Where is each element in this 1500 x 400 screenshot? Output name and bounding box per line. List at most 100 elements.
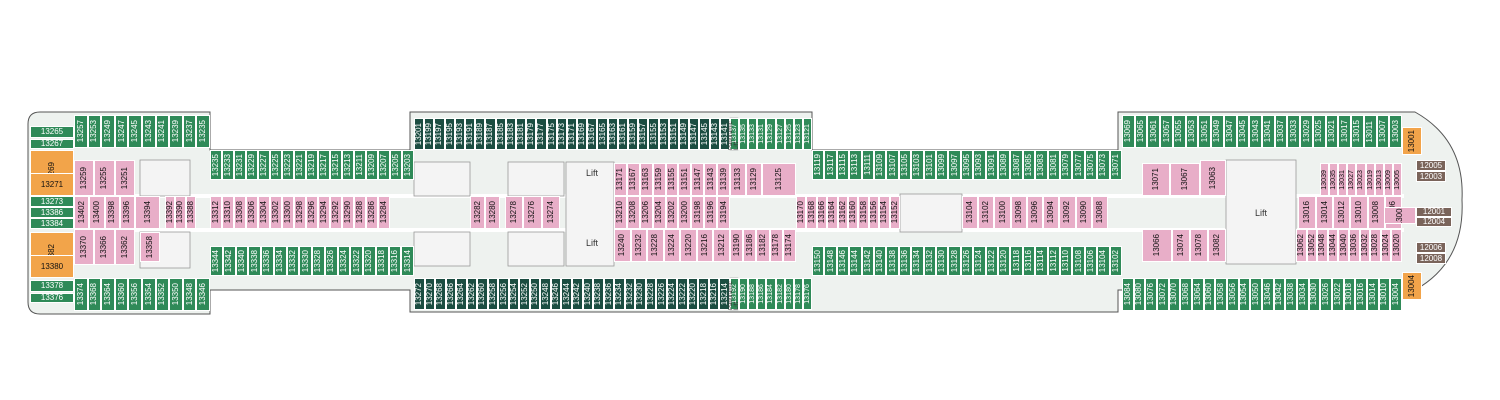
cabin[interactable]: 13131	[757, 118, 767, 150]
cabin[interactable]: 13043	[1249, 115, 1262, 148]
cabin[interactable]: 13304	[258, 196, 270, 229]
cabin[interactable]: 13205	[390, 150, 402, 180]
cabin[interactable]: 13168	[806, 196, 817, 229]
cabin[interactable]: 13173	[556, 118, 567, 150]
cabin[interactable]: 13038	[1285, 278, 1297, 311]
cabin[interactable]: 13084	[1122, 278, 1134, 311]
cabin[interactable]: 13360	[114, 278, 129, 311]
cabin[interactable]: 13202	[665, 196, 679, 229]
cabin[interactable]: 13374	[74, 278, 88, 311]
cabin[interactable]: 13034	[1297, 278, 1309, 311]
cabin[interactable]: 13062	[1296, 229, 1307, 262]
cabin[interactable]: 13224	[663, 229, 681, 262]
cabin[interactable]: 13081	[1047, 150, 1060, 180]
cabin[interactable]: 13157	[638, 118, 649, 150]
cabin[interactable]: 13097	[948, 150, 961, 180]
cabin[interactable]: 13258	[487, 278, 499, 310]
cabin[interactable]: 13092	[1059, 196, 1076, 229]
cabin[interactable]: 13193	[454, 118, 465, 150]
cabin[interactable]: 13338	[248, 246, 261, 276]
cabin[interactable]: 13392	[165, 196, 176, 229]
cabin[interactable]: 13024	[1380, 229, 1392, 262]
cabin[interactable]: 13324	[337, 246, 351, 276]
cabin[interactable]: 13057	[1160, 115, 1173, 148]
cabin[interactable]: 13103	[911, 150, 924, 180]
cabin[interactable]: 13105	[898, 150, 912, 180]
cabin[interactable]: 13169	[577, 118, 588, 150]
cabin[interactable]: 12003	[1416, 171, 1446, 182]
cabin[interactable]: 13340	[235, 246, 249, 276]
cabin[interactable]: 13182	[775, 278, 785, 310]
cabin[interactable]: 13148	[824, 246, 837, 276]
cabin[interactable]: 13119	[812, 150, 825, 180]
cabin[interactable]: 13014	[1316, 196, 1334, 229]
cabin[interactable]: 13177	[536, 118, 547, 150]
cabin[interactable]: 13292	[330, 196, 342, 229]
cabin[interactable]: 13161	[617, 118, 629, 150]
cabin[interactable]: 13134	[911, 246, 924, 276]
cabin[interactable]: 13054	[1238, 278, 1251, 311]
cabin[interactable]: 13067	[1170, 163, 1200, 196]
cabin[interactable]: 13231	[234, 150, 246, 180]
cabin[interactable]: 13126	[960, 246, 974, 276]
cabin[interactable]: 13001	[1402, 127, 1422, 155]
cabin[interactable]: 13218	[698, 278, 709, 310]
cabin[interactable]: 13077	[1072, 150, 1085, 180]
cabin[interactable]: 13316	[388, 246, 402, 276]
cabin[interactable]: 13302	[270, 196, 282, 229]
cabin[interactable]: 13326	[324, 246, 338, 276]
cabin[interactable]: 13010	[1378, 278, 1391, 311]
cabin[interactable]: 13260	[477, 278, 488, 310]
cabin[interactable]: 13342	[222, 246, 236, 276]
cabin[interactable]: 13237	[182, 115, 197, 148]
cabin[interactable]: 13211	[354, 150, 366, 180]
cabin[interactable]: 13244	[561, 278, 572, 310]
cabin[interactable]: 13233	[222, 150, 234, 180]
cabin[interactable]: 13356	[128, 278, 142, 311]
cabin[interactable]: 13197	[434, 118, 445, 150]
cabin[interactable]: 13071	[1109, 150, 1122, 180]
cabin[interactable]: 13241	[155, 115, 170, 148]
cabin[interactable]: 13125	[784, 118, 794, 150]
cabin[interactable]: 13083	[1035, 150, 1048, 180]
cabin[interactable]: 13332	[286, 246, 300, 276]
cabin[interactable]: 13099	[936, 150, 949, 180]
cabin[interactable]: 13214	[719, 278, 730, 310]
cabin[interactable]: 13031	[1338, 163, 1348, 196]
cabin[interactable]: 13310	[222, 196, 234, 229]
cabin[interactable]: 13003	[1389, 115, 1402, 148]
cabin[interactable]: 13104	[962, 196, 979, 229]
cabin[interactable]: 13182	[756, 229, 770, 262]
cabin[interactable]: 13018	[1343, 278, 1356, 311]
cabin[interactable]: 13354	[142, 278, 156, 311]
cabin[interactable]: 13102	[1109, 246, 1122, 276]
cabin[interactable]: 13133	[730, 163, 746, 196]
cabin[interactable]: 13124	[973, 246, 986, 276]
cabin[interactable]: 13047	[1223, 115, 1237, 148]
cabin[interactable]: 13044	[1327, 229, 1339, 262]
cabin[interactable]: 13229	[246, 150, 258, 180]
cabin[interactable]: 12006	[1416, 242, 1446, 253]
cabin[interactable]: 13108	[1072, 246, 1085, 276]
cabin[interactable]: 13188	[748, 278, 758, 310]
cabin[interactable]: 13232	[630, 229, 648, 262]
cabin[interactable]: 13380	[30, 255, 74, 278]
cabin[interactable]: 13268	[435, 278, 446, 310]
cabin[interactable]: 13004	[1402, 272, 1422, 300]
cabin[interactable]: 13129	[746, 163, 762, 196]
cabin[interactable]: 13049	[1211, 115, 1224, 148]
cabin[interactable]: 13150	[812, 246, 825, 276]
cabin[interactable]: 13276	[523, 196, 542, 229]
cabin[interactable]: 13035	[1329, 163, 1339, 196]
cabin[interactable]: 13187	[485, 118, 496, 150]
cabin[interactable]: 13025	[1312, 115, 1326, 148]
cabin[interactable]: 13232	[624, 278, 636, 310]
cabin[interactable]: 13220	[687, 278, 699, 310]
cabin[interactable]: 13145	[699, 118, 710, 150]
cabin[interactable]: 13032	[1359, 229, 1371, 262]
cabin[interactable]: 13026	[1320, 278, 1332, 311]
cabin[interactable]: 13090	[1075, 196, 1092, 229]
cabin[interactable]: 13284	[378, 196, 390, 229]
cabin[interactable]: 13167	[587, 118, 598, 150]
cabin[interactable]: 13344	[210, 246, 223, 276]
